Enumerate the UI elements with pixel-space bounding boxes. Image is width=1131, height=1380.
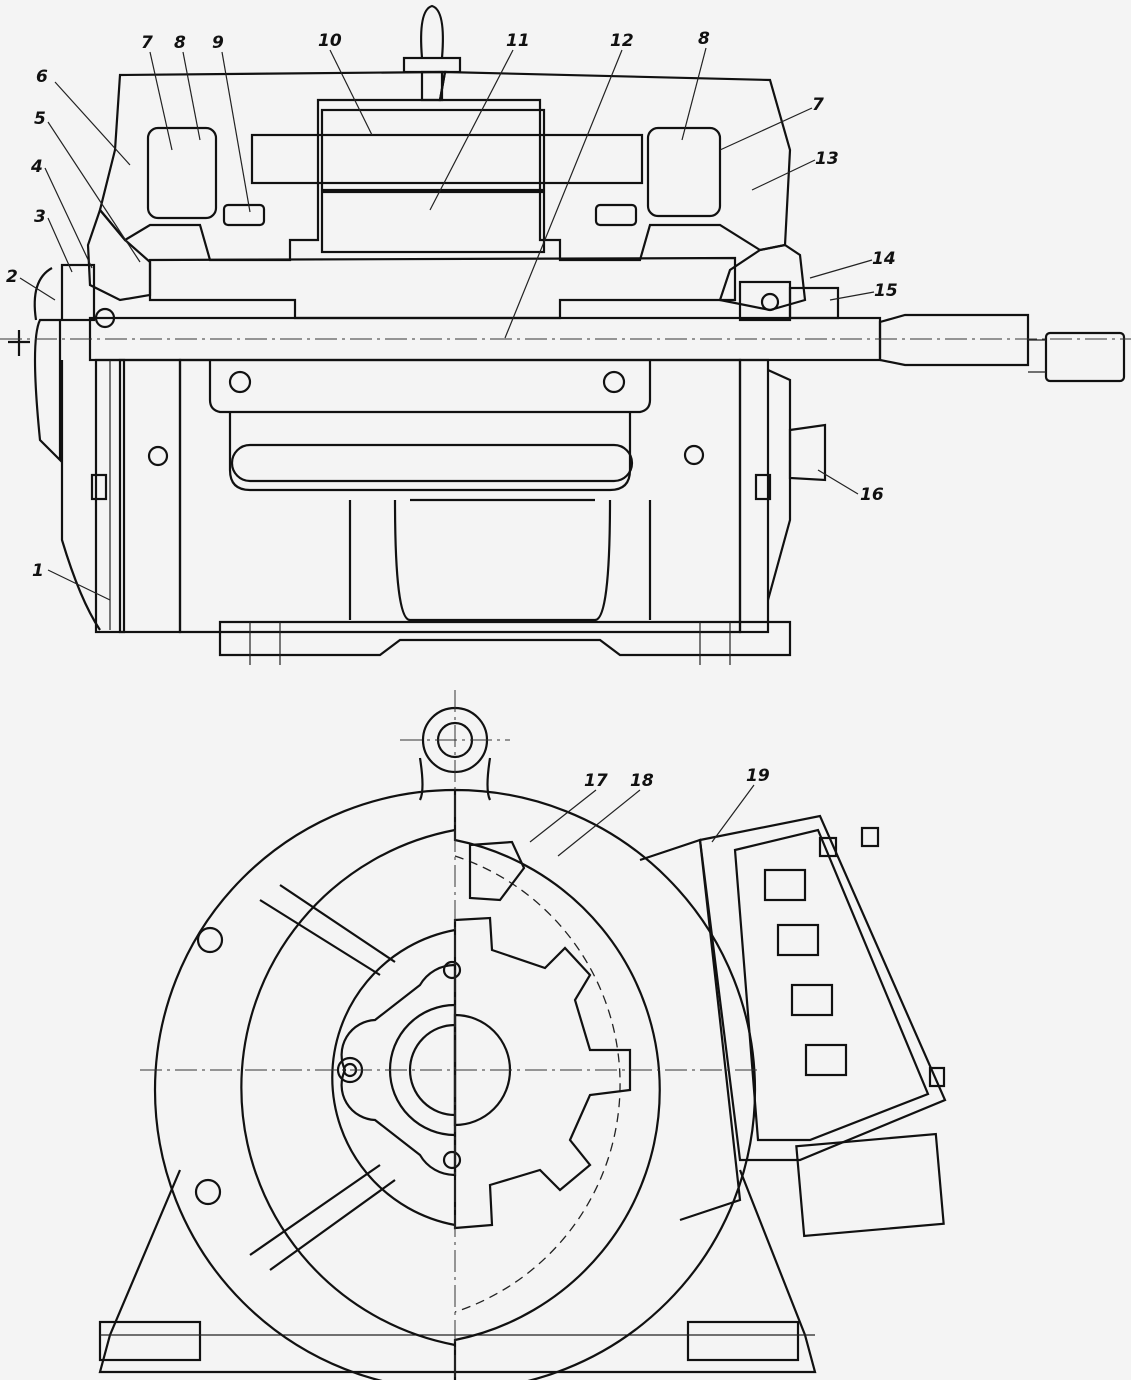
callout-17: 17: [584, 771, 608, 791]
end-view: [98, 690, 947, 1380]
callout-18: 18: [630, 771, 654, 791]
callout-6: 6: [36, 67, 48, 87]
callout-19: 19: [746, 766, 770, 786]
lifting-eye-top: [402, 4, 462, 102]
frame-body: [178, 358, 742, 634]
terminal-posts: [763, 868, 848, 1077]
callout-7-left: 7: [141, 33, 153, 53]
rotor-body: [148, 256, 737, 320]
callout-12: 12: [610, 31, 634, 51]
stator-frame-right: [438, 70, 792, 262]
end-callouts: 17 18 19: [529, 766, 770, 857]
end-rotor-core: [453, 916, 632, 1230]
callout-5: 5: [34, 109, 46, 129]
callout-9: 9: [212, 33, 224, 53]
callout-8-left: 8: [174, 33, 186, 53]
callout-11: 11: [506, 31, 530, 51]
winding-right: [646, 126, 722, 218]
callout-7-right: 7: [812, 95, 824, 115]
stator-core: [320, 108, 546, 192]
callout-13: 13: [815, 149, 839, 169]
left-end-shield: [86, 207, 152, 302]
stator-frame: [98, 70, 447, 262]
end-base: [98, 1169, 817, 1374]
terminal-box: [639, 814, 947, 1238]
frame-bolts: [90, 370, 772, 501]
bearing-right: [738, 280, 840, 322]
callout-15: 15: [874, 281, 898, 301]
right-end-shield: [718, 243, 807, 312]
callout-4: 4: [30, 157, 43, 177]
shaft: [88, 313, 1126, 383]
rotor-core: [320, 190, 546, 254]
end-winding: [468, 840, 526, 902]
longitudinal-section: [0, 4, 1131, 665]
top-callouts: 1 2 3 4 5 6 7 8 9 10 11 12 8 7 13 14 15 …: [6, 29, 898, 601]
end-shaft: [453, 1013, 512, 1127]
callout-8-right: 8: [698, 29, 710, 49]
end-shield-outer: [153, 788, 456, 1380]
winding-left: [146, 126, 218, 220]
callout-3: 3: [34, 207, 46, 227]
bearing-left: [60, 263, 116, 329]
callout-14: 14: [872, 249, 896, 269]
callout-1: 1: [32, 561, 44, 581]
callout-16: 16: [860, 485, 884, 505]
end-section-housing: [453, 788, 757, 1380]
callout-2: 2: [6, 267, 18, 287]
callout-10: 10: [318, 31, 342, 51]
feet: [218, 620, 792, 657]
